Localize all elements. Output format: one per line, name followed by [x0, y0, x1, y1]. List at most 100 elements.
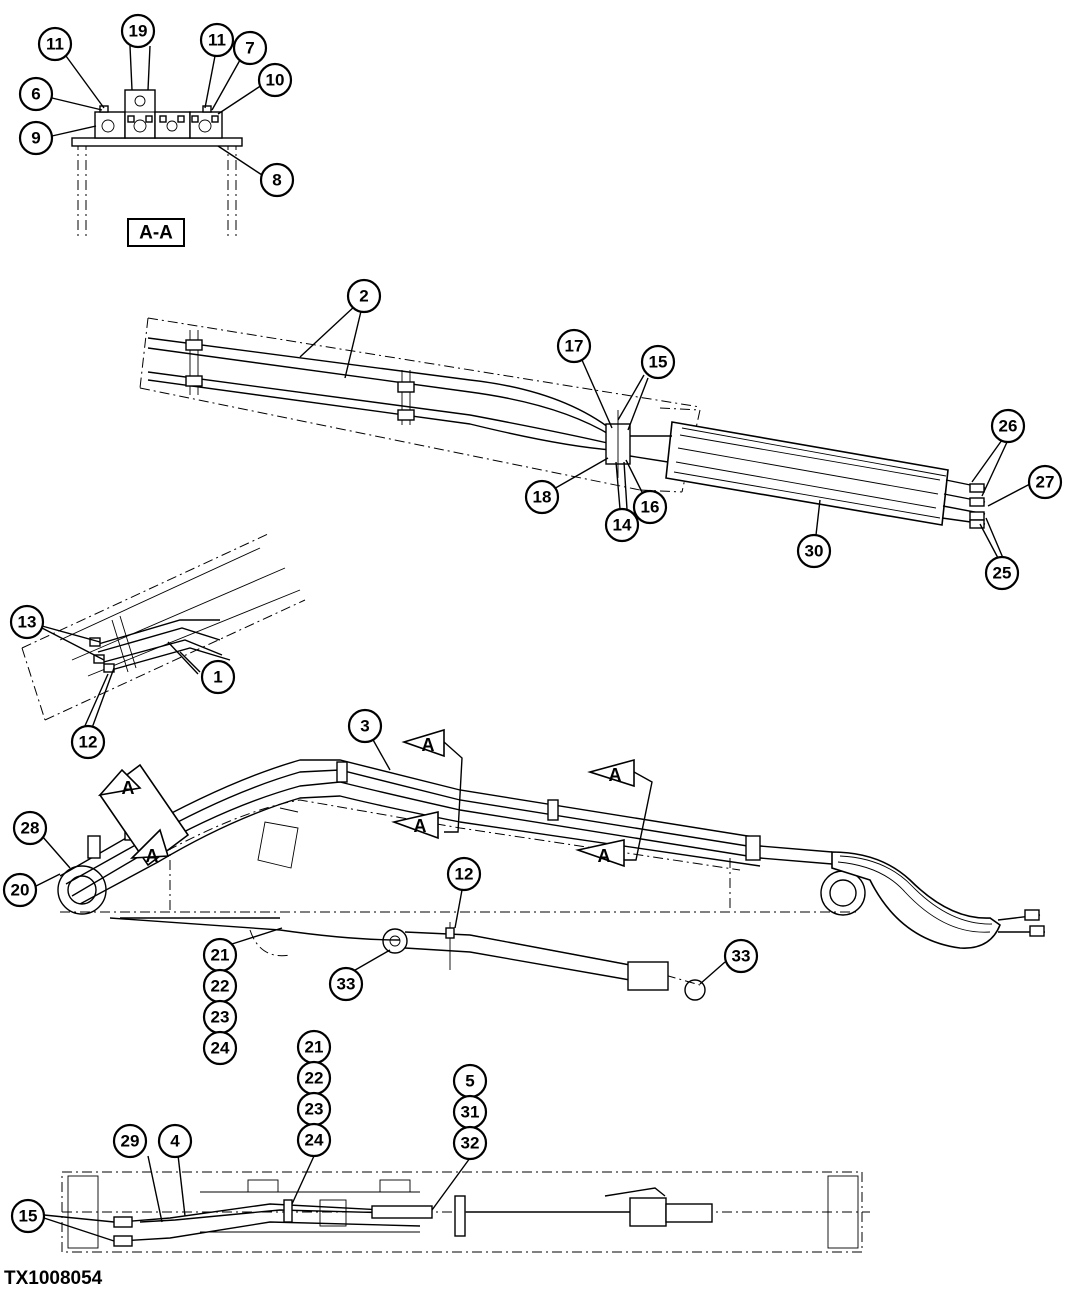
svg-text:14: 14	[613, 516, 632, 535]
callout-21-boom: 21	[202, 937, 238, 973]
arm-top-view	[43, 1154, 870, 1253]
callout-1: 1	[200, 659, 236, 695]
svg-text:15: 15	[19, 1207, 38, 1226]
callout-23-boom: 23	[202, 999, 238, 1035]
callout-29: 29	[112, 1123, 148, 1159]
callout-15-mid: 15	[640, 344, 676, 380]
svg-text:A: A	[146, 846, 159, 866]
callout-11-top-right: 11	[199, 22, 235, 58]
svg-text:1: 1	[213, 668, 222, 687]
callout-9: 9	[18, 120, 54, 156]
svg-text:21: 21	[305, 1038, 324, 1057]
callout-10: 10	[257, 62, 293, 98]
svg-text:5: 5	[465, 1072, 474, 1091]
figure-id: TX1008054	[4, 1268, 103, 1289]
svg-text:A: A	[598, 846, 611, 866]
callout-11-top-left: 11	[37, 26, 73, 62]
section-a-a-view: A-A	[51, 45, 263, 247]
callout-15-bottom: 15	[10, 1198, 46, 1234]
svg-text:4: 4	[170, 1132, 180, 1151]
boom-side-view: A A A A A A	[35, 728, 1045, 1001]
callout-6: 6	[18, 76, 54, 112]
svg-text:11: 11	[46, 35, 64, 54]
view-arrow-a-4: A	[391, 810, 439, 840]
callout-27: 27	[1027, 464, 1063, 500]
section-label-box	[127, 218, 185, 247]
svg-text:18: 18	[533, 488, 552, 507]
view-arrow-a-3: A	[401, 728, 463, 833]
svg-text:24: 24	[305, 1131, 324, 1150]
svg-text:26: 26	[999, 417, 1018, 436]
callout-32: 32	[452, 1125, 488, 1161]
callout-21-bottom: 21	[296, 1029, 332, 1065]
callout-22-boom: 22	[202, 968, 238, 1004]
svg-text:24: 24	[211, 1039, 230, 1058]
callout-8: 8	[259, 162, 295, 198]
svg-text:15: 15	[649, 353, 668, 372]
svg-text:23: 23	[211, 1008, 230, 1027]
svg-text:27: 27	[1036, 473, 1055, 492]
view-arrow-a-5: A	[587, 758, 653, 861]
svg-text:25: 25	[993, 564, 1012, 583]
svg-text:23: 23	[305, 1100, 324, 1119]
svg-text:28: 28	[21, 819, 40, 838]
svg-text:31: 31	[461, 1103, 480, 1122]
svg-text:13: 13	[18, 613, 37, 632]
svg-text:12: 12	[79, 733, 98, 752]
callout-33-left: 33	[328, 966, 364, 1002]
arm-hose-view	[139, 304, 1031, 559]
callout-25: 25	[984, 555, 1020, 591]
svg-text:21: 21	[211, 946, 230, 965]
view-arrow-a-1: A	[97, 763, 190, 867]
svg-text:22: 22	[211, 977, 230, 996]
section-label: A-A	[139, 223, 173, 244]
callout-3: 3	[347, 708, 383, 744]
svg-text:12: 12	[455, 865, 474, 884]
boom-detail-view	[21, 533, 306, 729]
view-arrow-a-6: A	[575, 839, 625, 868]
view-arrow-a-2: A	[129, 828, 170, 866]
svg-text:A: A	[422, 735, 435, 755]
svg-text:6: 6	[31, 85, 40, 104]
callout-28: 28	[12, 810, 48, 846]
callout-14: 14	[604, 507, 640, 543]
callout-4: 4	[157, 1123, 193, 1159]
callout-26: 26	[990, 408, 1026, 444]
callout-12-detail: 12	[70, 724, 106, 760]
svg-text:3: 3	[360, 717, 369, 736]
svg-text:11: 11	[208, 31, 226, 50]
callout-17: 17	[556, 328, 592, 364]
svg-text:19: 19	[129, 22, 148, 41]
svg-text:17: 17	[565, 337, 584, 356]
svg-text:30: 30	[805, 542, 824, 561]
svg-text:32: 32	[461, 1134, 480, 1153]
svg-text:16: 16	[641, 498, 660, 517]
svg-text:29: 29	[121, 1132, 140, 1151]
callout-23-bottom: 23	[296, 1091, 332, 1127]
svg-text:33: 33	[732, 947, 751, 966]
svg-text:20: 20	[11, 881, 30, 900]
callout-20: 20	[2, 872, 38, 908]
svg-text:22: 22	[305, 1069, 324, 1088]
svg-text:A: A	[122, 778, 135, 798]
callout-5: 5	[452, 1063, 488, 1099]
svg-text:7: 7	[245, 39, 254, 58]
callout-12-boom: 12	[446, 856, 482, 892]
callout-19: 19	[120, 13, 156, 49]
svg-text:33: 33	[337, 975, 356, 994]
svg-text:8: 8	[272, 171, 281, 190]
svg-text:2: 2	[359, 287, 368, 306]
callout-33-right: 33	[723, 938, 759, 974]
callout-18: 18	[524, 479, 560, 515]
callout-2: 2	[346, 278, 382, 314]
callout-7: 7	[232, 30, 268, 66]
callout-16: 16	[632, 489, 668, 525]
callout-24-boom: 24	[202, 1030, 238, 1066]
svg-text:A: A	[414, 816, 427, 836]
callout-30: 30	[796, 533, 832, 569]
svg-text:9: 9	[31, 129, 40, 148]
callout-24-bottom: 24	[296, 1122, 332, 1158]
callout-22-bottom: 22	[296, 1060, 332, 1096]
callout-31: 31	[452, 1094, 488, 1130]
